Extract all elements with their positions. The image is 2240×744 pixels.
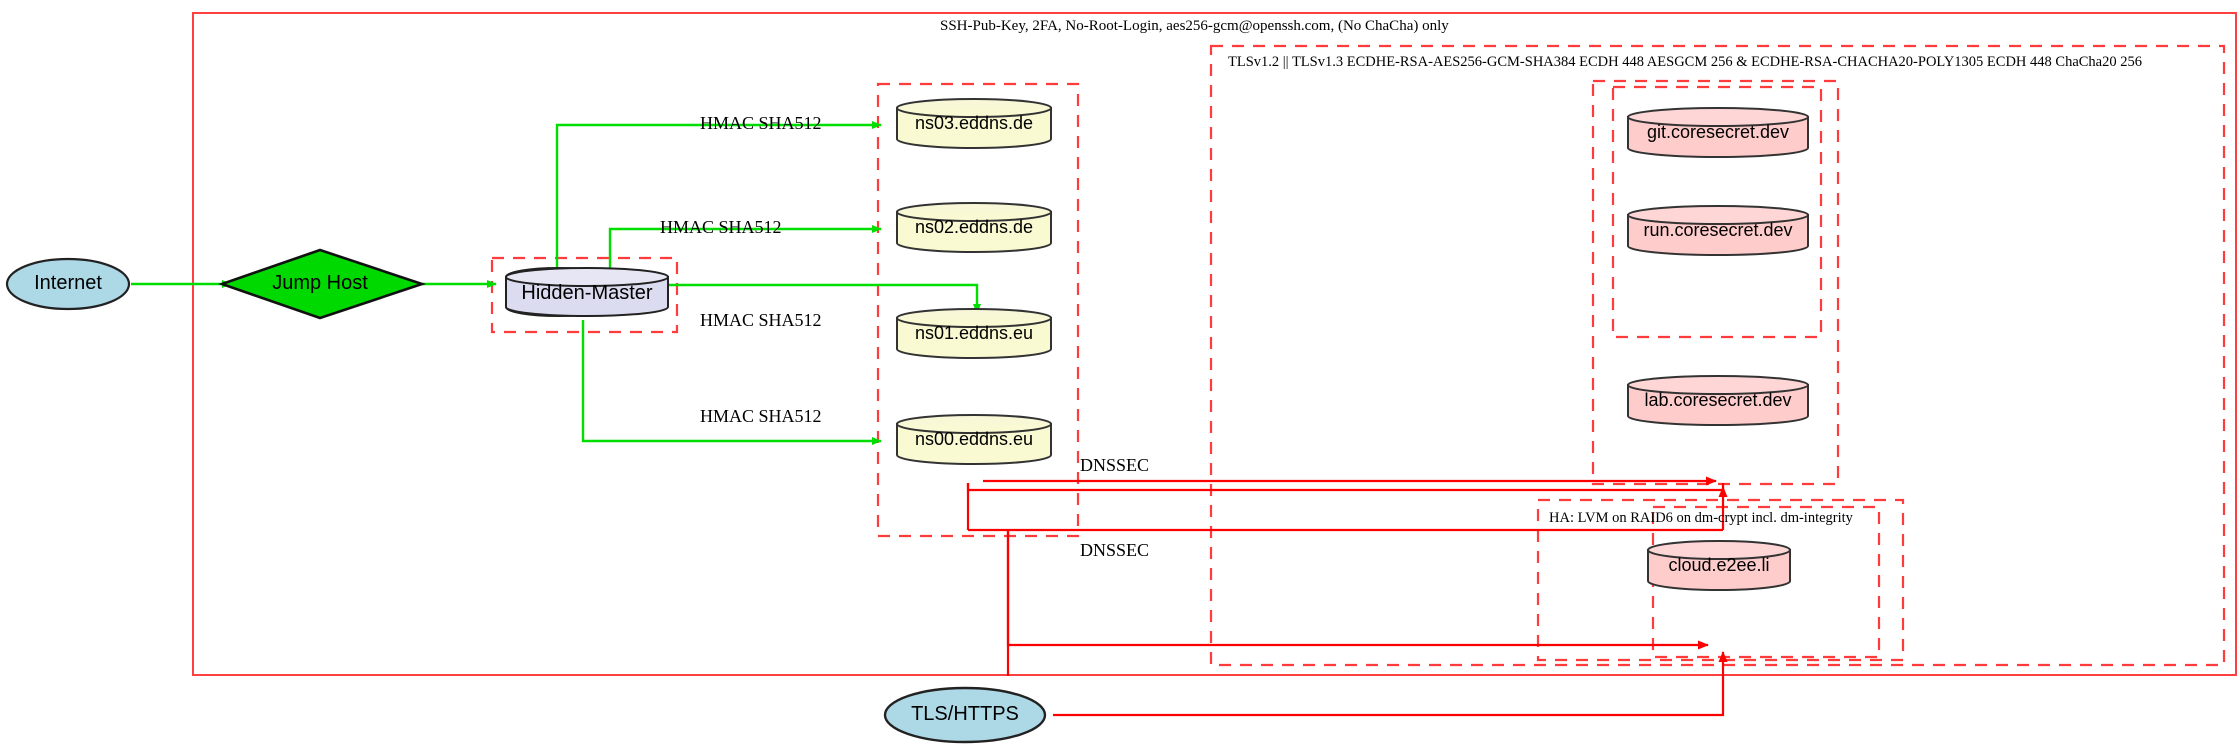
ha-zone-boundary <box>1536 498 1905 662</box>
dns-zone-boundary <box>876 82 1080 538</box>
edge-label-dnssec-lower: DNSSEC <box>1080 540 1150 560</box>
coresecret-zone-boundary <box>1591 79 1840 486</box>
hidden-master-zone-boundary <box>490 256 679 334</box>
edge-label-hmac-ns02: HMAC SHA512 <box>660 217 782 237</box>
outer-ssh-boundary <box>192 12 2237 676</box>
node-cloud-e2ee[interactable] <box>1647 540 1791 591</box>
ha-zone-label: HA: LVM on RAID6 on dm-crypt incl. dm-in… <box>1549 510 1853 526</box>
node-ns03[interactable] <box>896 98 1052 149</box>
node-git-coresecret[interactable] <box>1627 107 1809 158</box>
tls-zone-boundary <box>1209 44 2226 667</box>
node-internet[interactable] <box>5 257 131 311</box>
edge-hiddenmaster-ns02 <box>608 225 882 268</box>
node-tls-https[interactable] <box>883 686 1047 744</box>
node-ns02[interactable] <box>896 202 1052 253</box>
edge-hiddenmaster-ns00 <box>581 320 882 445</box>
edge-label-hmac-ns03: HMAC SHA512 <box>700 113 822 133</box>
edge-label-hmac-ns00: HMAC SHA512 <box>700 406 822 426</box>
edge-label-dnssec-upper: DNSSEC <box>1080 455 1150 475</box>
edge-hiddenmaster-ns03 <box>555 121 882 268</box>
outer-boundary-label: SSH-Pub-Key, 2FA, No-Root-Login, aes256-… <box>940 18 1449 34</box>
node-lab-coresecret[interactable] <box>1627 375 1809 426</box>
node-hidden-master[interactable] <box>505 267 669 317</box>
tls-zone-label: TLSv1.2 || TLSv1.3 ECDHE-RSA-AES256-GCM-… <box>1228 54 2142 70</box>
edge-hiddenmaster-ns01 <box>668 283 981 314</box>
node-ns00[interactable] <box>896 414 1052 465</box>
node-jumphost[interactable] <box>218 248 427 320</box>
edge-tls-right <box>1053 651 1728 717</box>
edge-dnssec-coresecret <box>966 483 1725 492</box>
node-ns01[interactable] <box>896 308 1052 359</box>
node-run-coresecret[interactable] <box>1627 205 1809 256</box>
edge-label-hmac-ns01: HMAC SHA512 <box>700 310 822 330</box>
